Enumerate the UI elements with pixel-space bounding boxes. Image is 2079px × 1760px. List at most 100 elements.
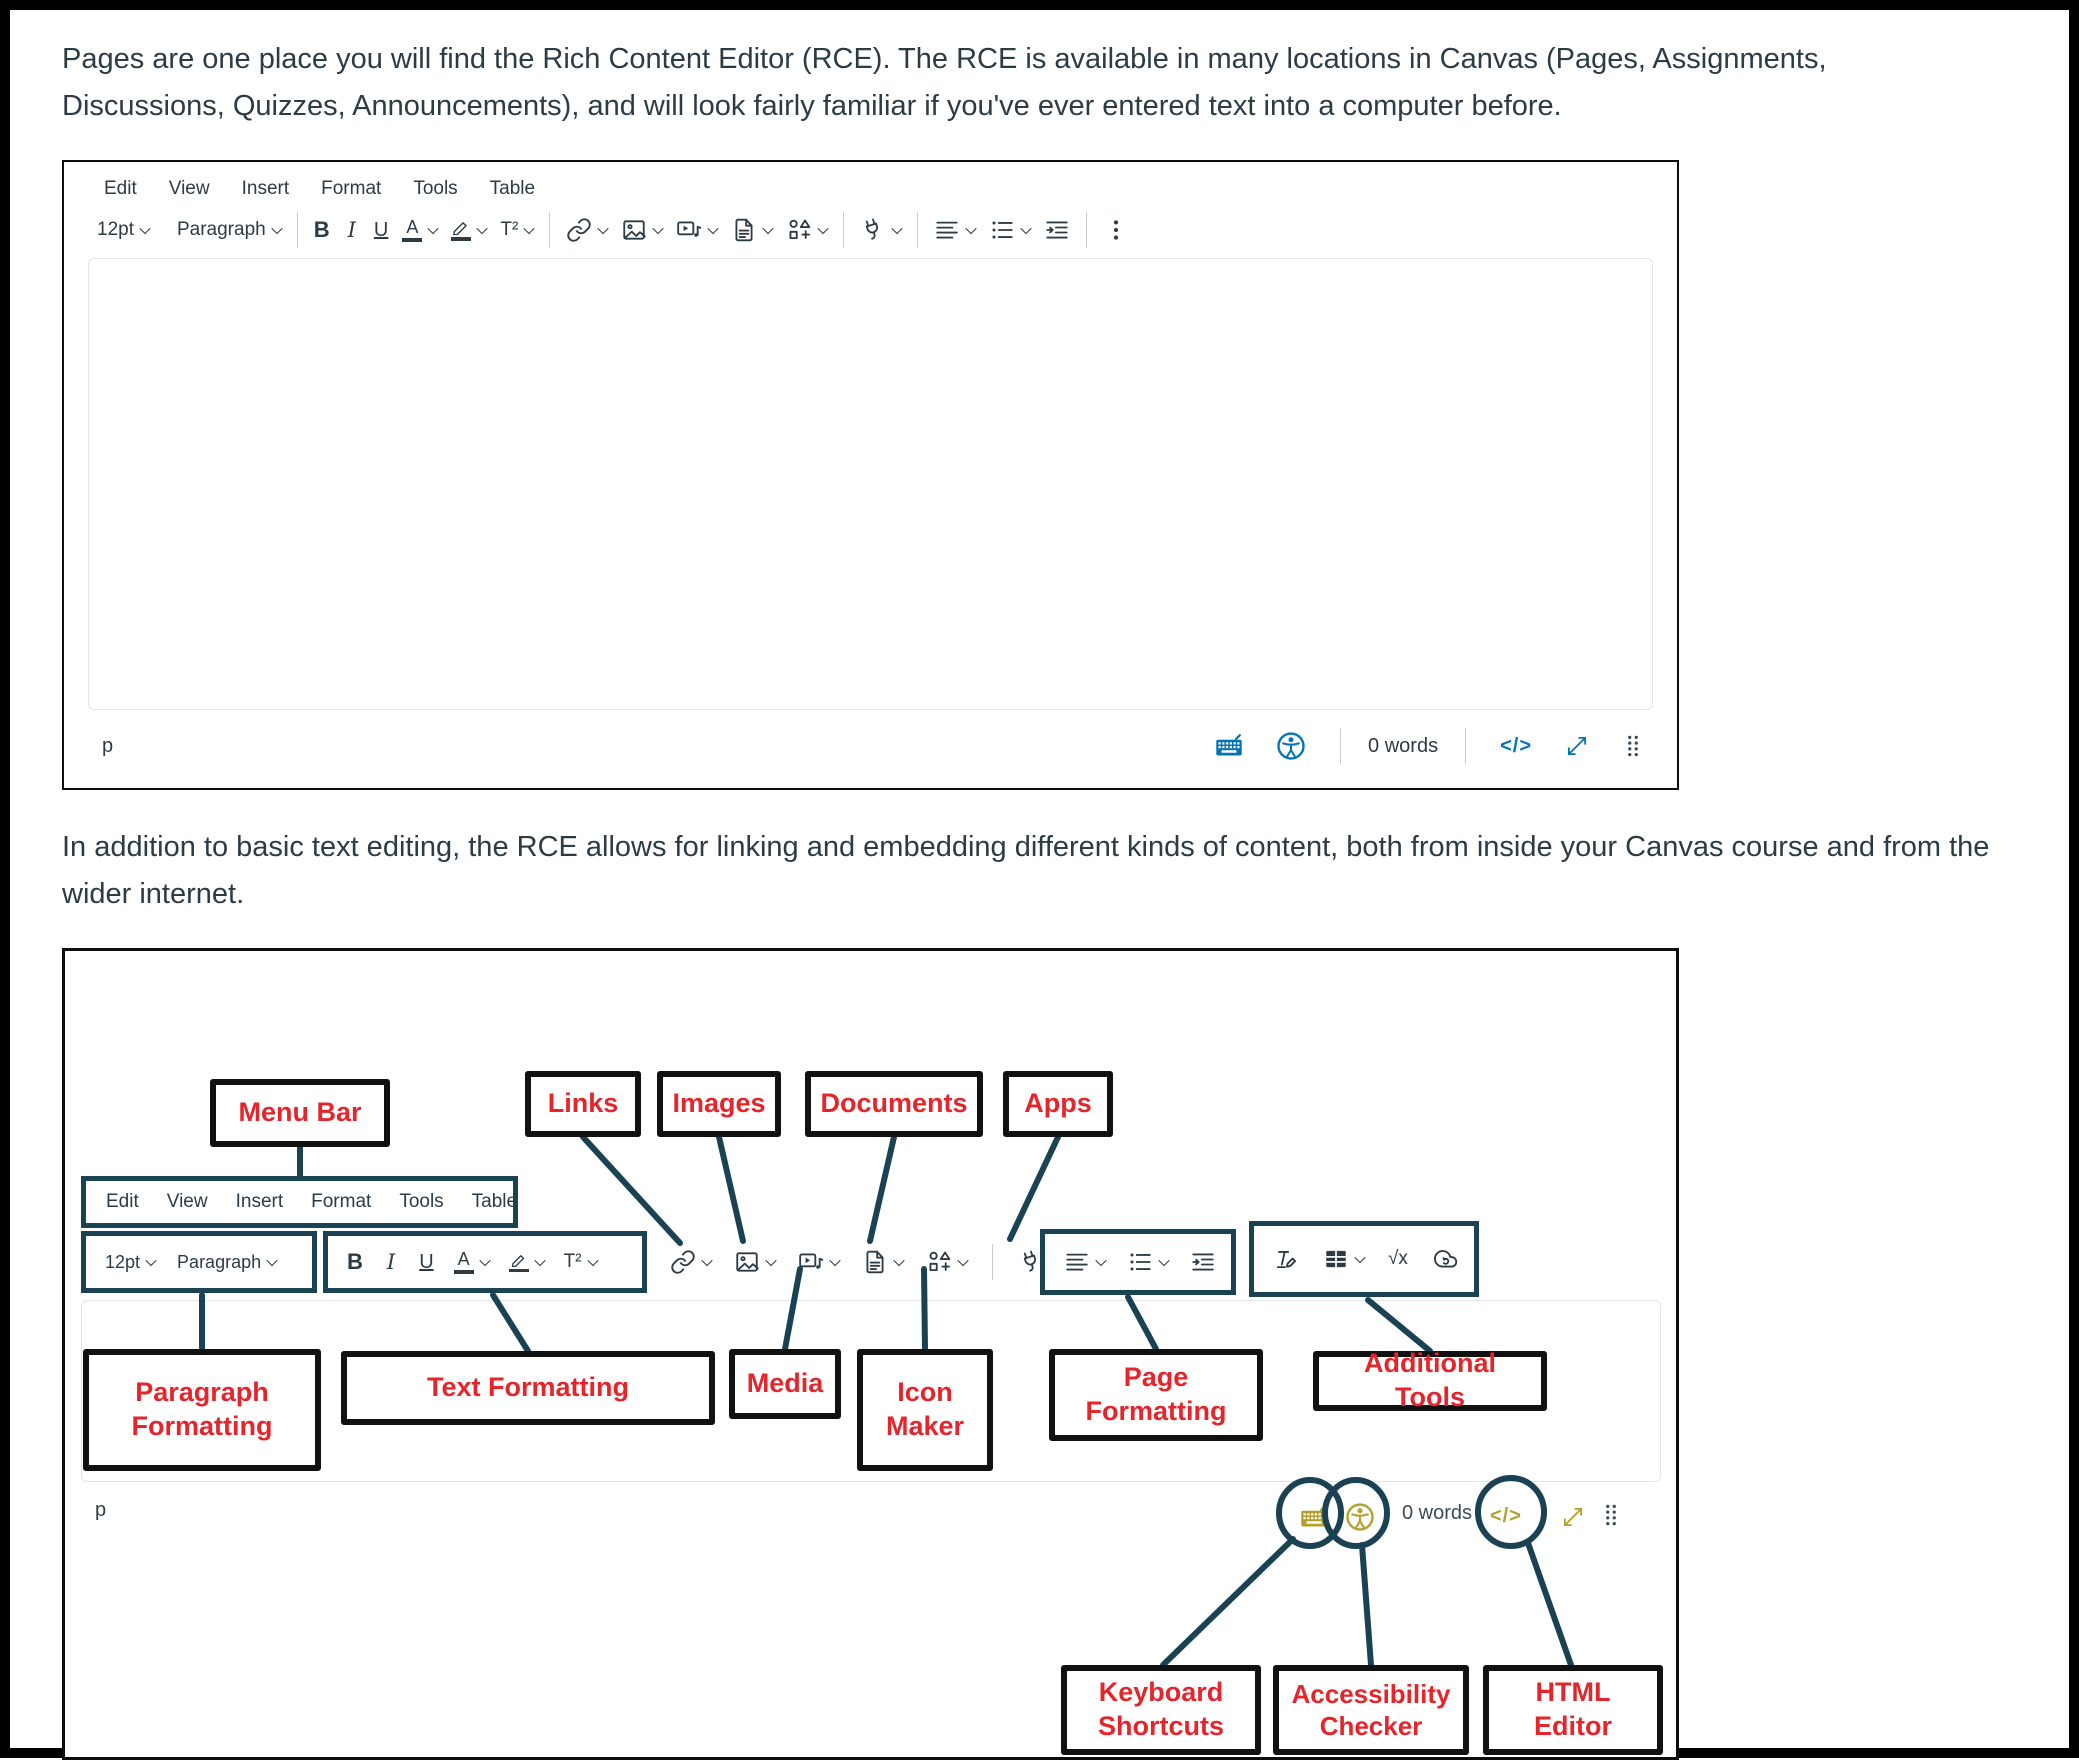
- menu-edit[interactable]: Edit: [104, 178, 137, 199]
- apps-button[interactable]: [853, 212, 908, 248]
- diagram-content-area[interactable]: [81, 1300, 1661, 1482]
- chevron-down-icon: [965, 222, 977, 235]
- document-button[interactable]: [724, 212, 779, 248]
- accessibility-checker-button[interactable]: [1338, 1497, 1382, 1537]
- fullscreen-button[interactable]: [1553, 1499, 1593, 1535]
- menu-tools[interactable]: Tools: [413, 178, 458, 199]
- keyboard-shortcuts-button[interactable]: [1207, 726, 1251, 766]
- equation-icon: √x: [1388, 1248, 1408, 1269]
- resize-handle[interactable]: [1615, 728, 1651, 764]
- superscript-icon: T²: [500, 219, 519, 240]
- callout-page-formatting: Page Formatting: [1049, 1349, 1263, 1441]
- media-button[interactable]: [669, 212, 724, 248]
- bold-button[interactable]: B: [307, 212, 337, 248]
- status-divider: [1465, 728, 1467, 764]
- menu-tools[interactable]: Tools: [399, 1191, 444, 1212]
- toolbar-divider: [549, 212, 551, 248]
- menu-view[interactable]: View: [166, 1191, 208, 1212]
- underline-button[interactable]: U: [367, 214, 395, 247]
- image-icon: [736, 1252, 759, 1272]
- media-button[interactable]: [791, 1244, 846, 1280]
- bold-button[interactable]: B: [340, 1244, 370, 1280]
- link-button[interactable]: [559, 212, 614, 248]
- superscript-button[interactable]: T²: [493, 214, 540, 246]
- menu-insert[interactable]: Insert: [241, 178, 290, 199]
- menu-format[interactable]: Format: [321, 178, 382, 199]
- menu-view[interactable]: View: [168, 178, 210, 199]
- fullscreen-button[interactable]: [1557, 728, 1597, 764]
- align-button[interactable]: [1057, 1244, 1112, 1280]
- rce-content-area[interactable]: [88, 258, 1653, 710]
- font-size-value: 12pt: [105, 1251, 141, 1272]
- list-button[interactable]: [1120, 1244, 1175, 1280]
- menu-format[interactable]: Format: [311, 1191, 372, 1212]
- paragraph-indicator: p: [95, 1499, 107, 1521]
- toolbar-divider: [843, 212, 845, 248]
- icon-maker-button[interactable]: [919, 1244, 974, 1280]
- chevron-down-icon: [533, 1254, 546, 1267]
- menu-table[interactable]: Table: [489, 178, 536, 199]
- html-editor-button[interactable]: </>: [1483, 1500, 1529, 1533]
- link-button[interactable]: [663, 1244, 718, 1280]
- keyboard-shortcuts-button[interactable]: [1292, 1497, 1336, 1537]
- menu-table[interactable]: Table: [471, 1191, 518, 1212]
- apps-button[interactable]: [1011, 1244, 1066, 1280]
- superscript-button[interactable]: T²: [557, 1246, 604, 1278]
- resize-handle[interactable]: [1593, 1497, 1629, 1533]
- toolbar-divider: [1086, 212, 1088, 248]
- image-button[interactable]: [727, 1244, 782, 1280]
- indent-button[interactable]: [1037, 212, 1077, 248]
- diagram-additional-tools-group: √x: [1249, 1221, 1479, 1297]
- image-button[interactable]: [614, 212, 669, 248]
- underline-button[interactable]: U: [412, 1246, 440, 1279]
- rce-editor: Edit View Insert Format Tools Table 12pt…: [62, 160, 1679, 790]
- callout-text-formatting: Text Formatting: [341, 1351, 715, 1425]
- rce-toolbar: 12pt Paragraph B I U A T²: [64, 204, 1677, 258]
- text-color-button[interactable]: A: [447, 1245, 496, 1279]
- chevron-down-icon: [476, 222, 489, 235]
- menu-edit[interactable]: Edit: [106, 1191, 139, 1212]
- accessibility-icon: [1277, 732, 1305, 760]
- cloud-upload-button[interactable]: [1425, 1241, 1465, 1277]
- diagram-insert-icons: [663, 1231, 1066, 1293]
- icon-maker-button[interactable]: [779, 212, 834, 248]
- status-divider: [1340, 728, 1342, 764]
- paragraph-style-select[interactable]: Paragraph: [170, 1247, 283, 1278]
- word-count: 0 words: [1402, 1502, 1473, 1524]
- more-vertical-icon: [1114, 220, 1119, 240]
- indent-icon: [1046, 221, 1068, 239]
- align-button[interactable]: [927, 212, 982, 248]
- icon-maker-icon: [929, 1251, 951, 1272]
- text-color-button[interactable]: A: [395, 213, 444, 247]
- table-button[interactable]: [1316, 1241, 1371, 1277]
- callout-images: Images: [657, 1071, 781, 1137]
- chevron-down-icon: [652, 222, 664, 235]
- font-size-select[interactable]: 12pt: [90, 214, 156, 246]
- callout-menu-bar: Menu Bar: [210, 1079, 390, 1147]
- indent-button[interactable]: [1183, 1244, 1223, 1280]
- paragraph-style-select[interactable]: Paragraph: [170, 214, 288, 246]
- menu-insert[interactable]: Insert: [235, 1191, 284, 1212]
- highlight-button[interactable]: [444, 214, 493, 246]
- chevron-down-icon: [586, 1254, 599, 1267]
- highlight-button[interactable]: [502, 1247, 551, 1278]
- italic-button[interactable]: I: [337, 213, 367, 247]
- more-button[interactable]: [1096, 212, 1136, 248]
- italic-button[interactable]: I: [376, 1245, 406, 1279]
- callout-accessibility-checker: Accessibility Checker: [1273, 1665, 1469, 1755]
- font-size-select[interactable]: 12pt: [98, 1247, 162, 1278]
- chevron-down-icon: [1020, 222, 1032, 235]
- drag-dots-icon: [1606, 1504, 1616, 1526]
- list-button[interactable]: [982, 212, 1037, 248]
- equation-button[interactable]: √x: [1381, 1243, 1415, 1275]
- keyboard-icon: [1216, 734, 1242, 756]
- indent-icon: [1192, 1253, 1214, 1271]
- document-button[interactable]: [855, 1244, 910, 1280]
- callout-html-editor: HTML Editor: [1483, 1665, 1663, 1755]
- clear-formatting-button[interactable]: [1266, 1241, 1306, 1277]
- html-editor-button[interactable]: </>: [1493, 730, 1539, 763]
- media-icon: [799, 1253, 824, 1269]
- accessibility-checker-button[interactable]: [1269, 726, 1313, 766]
- document-icon: [735, 218, 753, 242]
- toolbar-divider: [296, 212, 298, 248]
